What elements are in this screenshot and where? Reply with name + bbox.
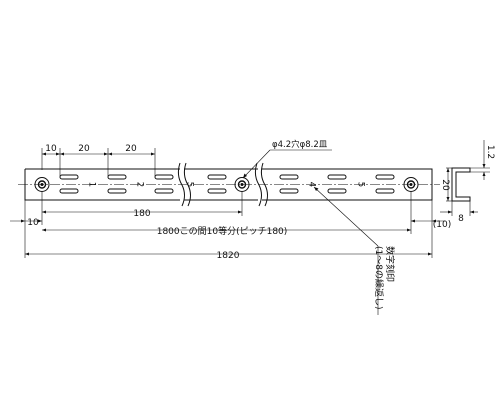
countersunk-hole-left xyxy=(34,177,50,192)
dimension-1800-pitch: 1800この間10等分(ピッチ180) xyxy=(157,225,288,237)
dimension-1820: 1820 xyxy=(217,251,240,261)
stamp-note-line1: 数字刻印 xyxy=(384,246,396,282)
dimension-8-width: 8 xyxy=(458,214,464,224)
engraved-digit-2: 2 xyxy=(135,182,145,187)
hole-note-leader xyxy=(242,149,332,179)
hole-note: φ4.2穴φ8.2皿 xyxy=(272,139,328,150)
hole-note-arrow xyxy=(243,173,247,178)
profile-dimension-arrows xyxy=(446,164,486,214)
dimension-1-2-thickness: 1.2 xyxy=(485,145,495,159)
bottom-dimension-arrows xyxy=(21,210,436,256)
slot-row-bottom xyxy=(59,188,395,194)
bottom-dimension-lines xyxy=(10,192,445,258)
countersunk-hole-center xyxy=(234,177,250,192)
dimension-20-second: 20 xyxy=(125,144,137,154)
stamp-note-arrow xyxy=(314,187,319,191)
dimension-20-height: 20 xyxy=(440,179,450,191)
dimension-180: 180 xyxy=(133,209,150,219)
top-dimension-lines xyxy=(41,148,156,176)
profile-dimension-lines xyxy=(440,140,490,216)
slot-row-top xyxy=(59,174,395,180)
engraved-digit-3: 5 xyxy=(185,182,195,187)
channel-profile xyxy=(451,167,471,202)
engraved-digit-4: 4 xyxy=(307,182,317,187)
stamp-note-line2: (1〜8の繰返し) xyxy=(373,246,385,309)
dimension-20-first: 20 xyxy=(78,144,90,154)
dimension-10-top: 10 xyxy=(45,144,57,154)
engraved-digit-5: 5 xyxy=(356,182,366,187)
top-dimension-arrows xyxy=(42,152,155,156)
dimension-10-left: 10 xyxy=(27,218,39,228)
engraved-digit-1: 1 xyxy=(87,182,97,187)
countersunk-hole-right xyxy=(403,177,419,192)
stamp-note-leader xyxy=(313,186,379,315)
dimension-10-right: (10) xyxy=(433,220,451,230)
